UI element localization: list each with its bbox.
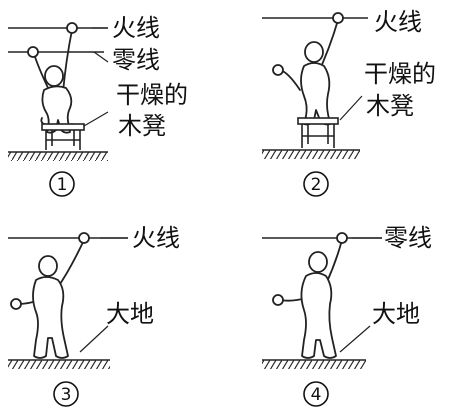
wooden-stool [297,117,339,148]
label-live-wire: 火线 [112,14,160,42]
person-figure [272,232,348,359]
label-live-wire: 火线 [374,8,422,36]
panel-3: 火线 大地 3 [8,224,180,407]
label-live-wire: 火线 [132,224,180,252]
label-dry: 干燥的 [116,81,188,109]
label-neutral-wire: 零线 [112,46,160,74]
wooden-stool [41,123,85,150]
panel-2: 火线 干燥的 木凳 2 [262,8,436,197]
person-figure [10,232,90,359]
panel-4: 零线 大地 4 [262,224,432,407]
label-earth: 大地 [372,300,420,328]
panel-number: 2 [311,175,322,195]
label-dry: 干燥的 [364,60,436,88]
panel-number: 1 [57,175,68,195]
person-figure [27,22,78,134]
label-stool: 木凳 [366,92,414,120]
panel-1: 火线 零线 干燥的 木凳 1 [8,14,188,197]
label-neutral-wire: 零线 [384,224,432,252]
label-earth: 大地 [106,300,154,328]
person-figure [272,12,344,126]
label-stool: 木凳 [118,112,166,140]
panel-number: 3 [61,385,72,405]
panel-number: 4 [311,385,322,405]
